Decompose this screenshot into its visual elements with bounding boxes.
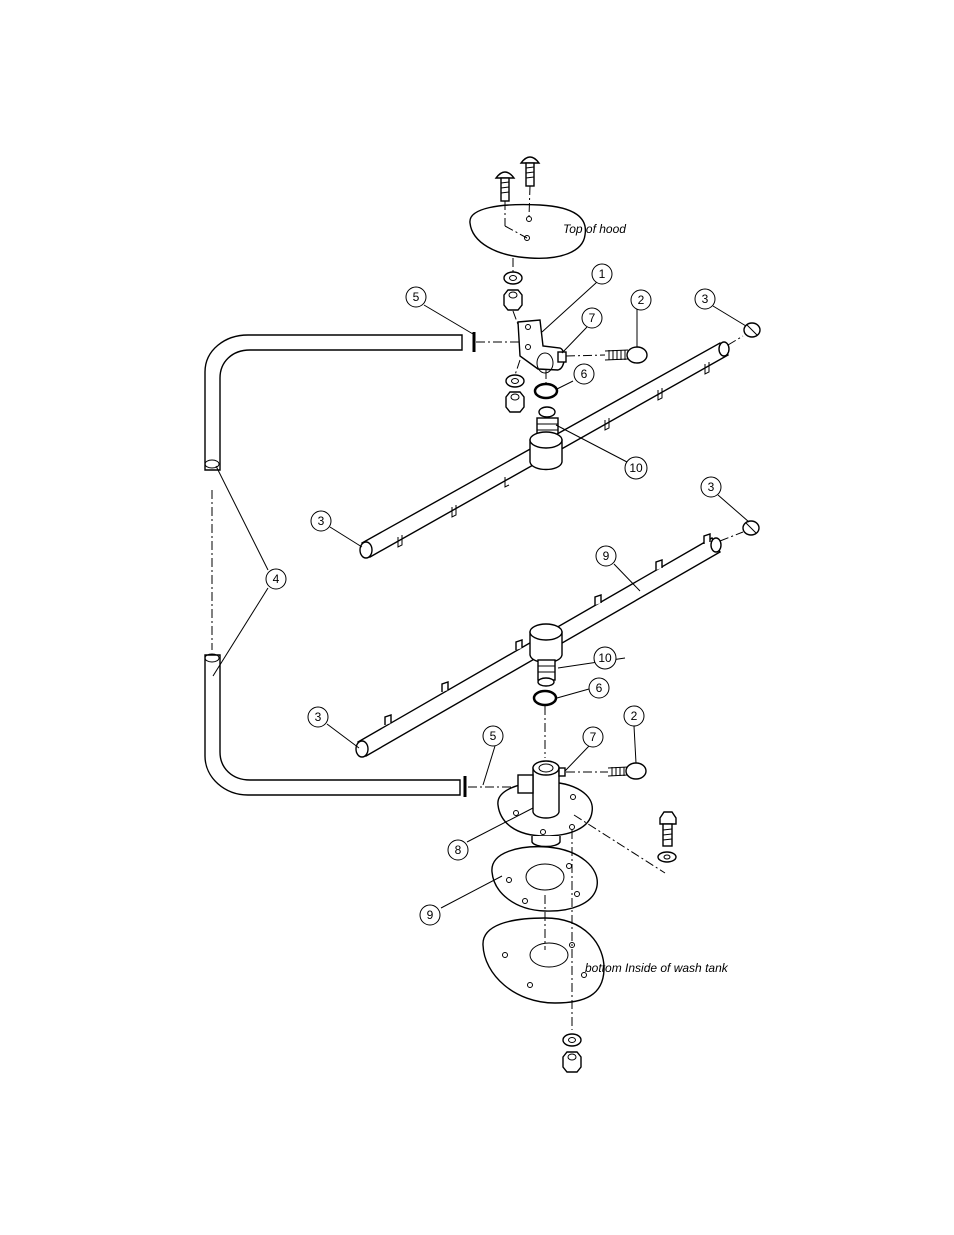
callout-9-arm: 9 [595, 545, 617, 567]
svg-text:7: 7 [590, 730, 597, 744]
callout-3-lower-right: 3 [700, 476, 722, 498]
callout-3-upper-left: 3 [310, 510, 332, 532]
svg-text:1: 1 [599, 267, 606, 281]
callout-6-lower: 6 [588, 677, 610, 699]
callout-1: 1 [591, 263, 613, 285]
upper-o-ring-6 [533, 370, 559, 400]
label-bottom-of-tank: bottom Inside of wash tank [585, 961, 729, 975]
svg-text:10: 10 [629, 461, 643, 475]
tank-bottom-plate [482, 830, 605, 1030]
callout-2-upper: 2 [630, 289, 652, 311]
callout-10-upper: 10 [624, 456, 648, 480]
svg-text:8: 8 [455, 843, 462, 857]
callout-3-upper-right: 3 [694, 288, 716, 310]
callout-4: 4 [265, 568, 287, 590]
svg-text:3: 3 [315, 710, 322, 724]
lower-spray-arm [355, 520, 760, 758]
hood-plate-assembly [469, 156, 587, 272]
gasket-9 [491, 845, 598, 912]
svg-text:10: 10 [598, 651, 612, 665]
callout-7-lower: 7 [582, 726, 604, 748]
svg-text:2: 2 [638, 293, 645, 307]
callout-9-gasket: 9 [419, 904, 441, 926]
svg-text:2: 2 [631, 709, 638, 723]
lower-o-ring-6 [532, 689, 558, 758]
callout-8: 8 [447, 839, 469, 861]
bottom-nut-washer-stack [562, 1033, 582, 1073]
svg-text:7: 7 [589, 311, 596, 325]
svg-text:3: 3 [318, 514, 325, 528]
svg-text:5: 5 [490, 729, 497, 743]
svg-text:4: 4 [273, 572, 280, 586]
connecting-pipe-4 [204, 334, 518, 797]
label-top-of-hood: Top of hood [563, 222, 626, 236]
callout-5-upper: 5 [405, 286, 427, 308]
upper-elbow-fitting [517, 319, 567, 374]
upper-stop-5 [472, 332, 520, 352]
svg-text:6: 6 [596, 681, 603, 695]
upper-spray-arm [359, 322, 761, 559]
side-bolt [657, 811, 677, 863]
callout-6-upper: 6 [573, 363, 595, 385]
callout-3-lower-left: 3 [307, 706, 329, 728]
svg-text:9: 9 [603, 549, 610, 563]
callout-7-upper: 7 [581, 307, 603, 329]
svg-text:3: 3 [708, 480, 715, 494]
callout-10-lower: 10 [593, 646, 617, 670]
upper-pin-2 [565, 346, 648, 364]
svg-text:3: 3 [702, 292, 709, 306]
svg-text:9: 9 [427, 908, 434, 922]
lower-pin-2 [566, 762, 647, 780]
lower-swivel-10 [537, 659, 556, 687]
svg-text:5: 5 [413, 290, 420, 304]
callout-2-lower: 2 [623, 705, 645, 727]
svg-text:6: 6 [581, 367, 588, 381]
lower-mount-8 [497, 760, 666, 874]
upper-nut-washer-stack [503, 271, 525, 413]
callout-5-lower: 5 [482, 725, 504, 747]
